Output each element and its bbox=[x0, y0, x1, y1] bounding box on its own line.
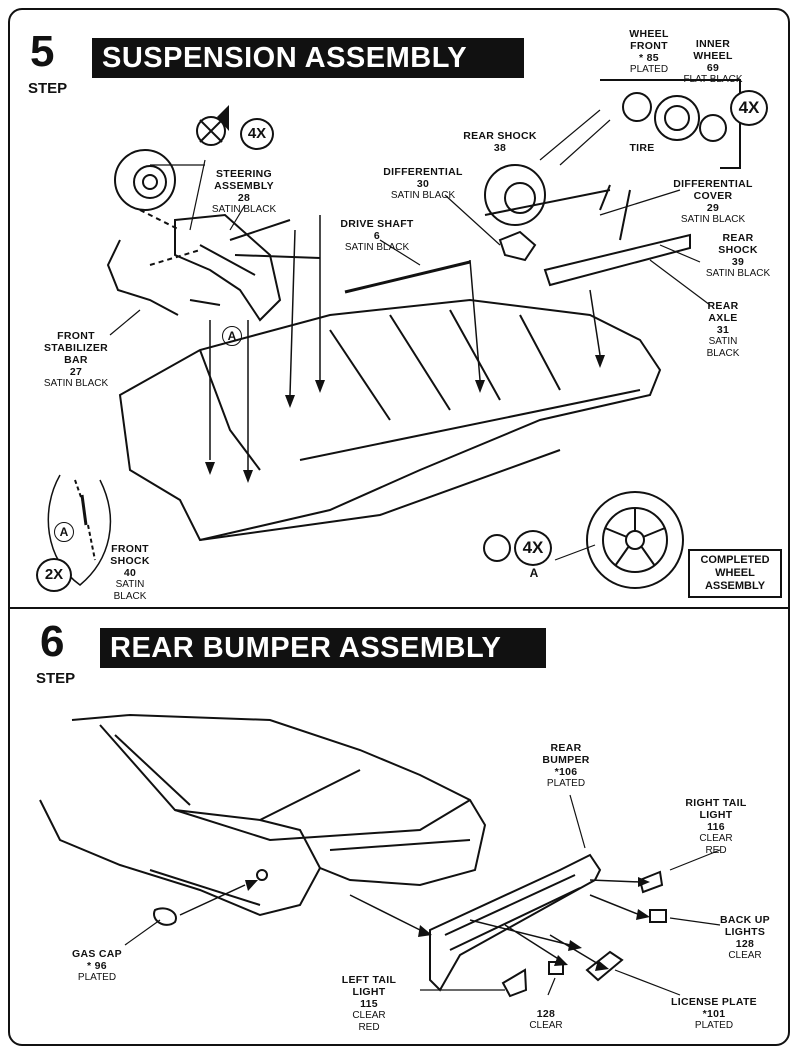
step6-number: 6 bbox=[40, 617, 65, 666]
page-frame bbox=[8, 8, 790, 1046]
step5-number: 5 bbox=[30, 27, 55, 76]
qty-4x-badge: 4X bbox=[240, 118, 274, 150]
completed-wheel-label: COMPLETED WHEEL ASSEMBLY bbox=[688, 549, 782, 598]
callout-a-label: A bbox=[529, 566, 539, 580]
callout-a: A bbox=[222, 326, 242, 346]
qty-4x-badge: 4X bbox=[730, 90, 768, 126]
qty-2x-badge: 2X bbox=[36, 558, 72, 592]
step6-label: STEP bbox=[36, 670, 76, 687]
callout-a: A bbox=[54, 522, 74, 542]
step5-label: STEP bbox=[28, 80, 68, 97]
step5-title: SUSPENSION ASSEMBLY bbox=[92, 38, 524, 78]
step-divider bbox=[8, 607, 790, 609]
part-label-tire: TIRE bbox=[629, 142, 655, 154]
step6-title: REAR BUMPER ASSEMBLY bbox=[100, 628, 546, 668]
qty-4x-badge: 4X bbox=[514, 530, 552, 566]
